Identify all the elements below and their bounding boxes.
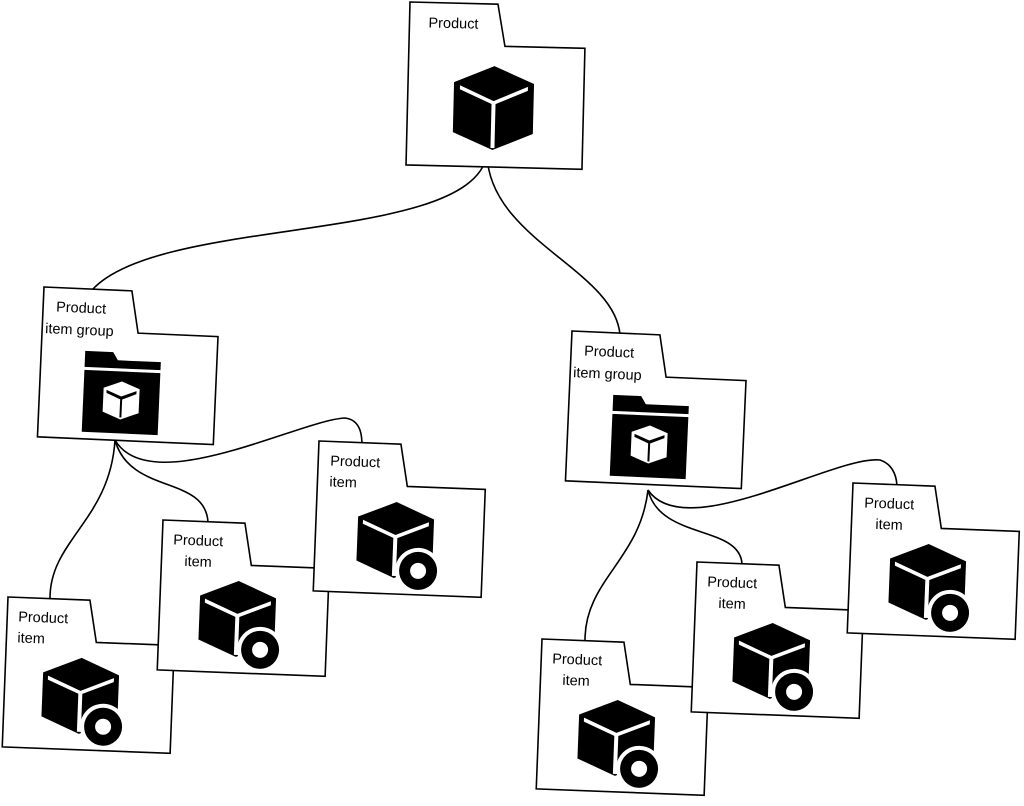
connector-group-1-item-1 xyxy=(49,439,116,599)
product-folder-icon xyxy=(81,350,161,436)
product-item-icon xyxy=(732,622,818,715)
node-product-item-group-2: Product item group xyxy=(564,330,747,490)
node-label-line-2: item xyxy=(184,554,212,571)
product-item-icon xyxy=(356,502,442,594)
node-label-line-1: Product xyxy=(428,15,478,32)
node-label-line-2: item xyxy=(718,596,746,613)
node-product-item-1-2: Product item xyxy=(156,519,331,678)
node-label-line-2: item xyxy=(329,474,357,491)
connector-group-2-item-3 xyxy=(647,459,898,509)
node-label-line-1: Product xyxy=(707,574,758,592)
node-product-item-1-1: Product item xyxy=(1,596,176,755)
connector-group-2-item-2 xyxy=(647,489,743,565)
product-item-icon xyxy=(198,580,284,673)
connectors xyxy=(49,154,898,641)
node-label-line-1: Product xyxy=(584,344,635,362)
node-label-line-2: item group xyxy=(45,321,114,340)
connector-group-1-item-3 xyxy=(114,417,363,463)
node-product-item-2-3: Product item xyxy=(846,482,1021,641)
node-label-line-1: Product xyxy=(864,495,915,513)
node-label-line-1: Product xyxy=(330,453,381,471)
node-label-line-2: item xyxy=(875,517,903,534)
node-label-line-1: Product xyxy=(56,300,107,318)
node-label-line-1: Product xyxy=(18,609,69,627)
node-label-line-1: Product xyxy=(173,532,224,550)
node-product-item-2-1: Product item xyxy=(535,638,710,797)
product-item-icon xyxy=(577,699,663,792)
connector-group-2-item-1 xyxy=(584,489,649,641)
node-product-item-1-3: Product item xyxy=(312,440,487,599)
node-label-line-2: item group xyxy=(573,365,642,384)
product-item-icon xyxy=(888,543,974,636)
node-label-line-2: item xyxy=(562,673,590,690)
node-product: Product xyxy=(405,1,586,171)
connector-root-group-1 xyxy=(91,154,488,291)
node-product-item-2-2: Product item xyxy=(690,561,865,720)
connector-root-group-2 xyxy=(486,154,621,336)
node-product-item-group-1: Product item group xyxy=(36,286,219,446)
product-item-icon xyxy=(41,657,127,750)
node-label-line-2: item xyxy=(17,630,45,647)
product-cube-icon xyxy=(452,66,535,151)
node-label-line-1: Product xyxy=(552,651,603,669)
connector-group-1-item-2 xyxy=(114,439,209,523)
product-folder-icon xyxy=(609,394,689,480)
